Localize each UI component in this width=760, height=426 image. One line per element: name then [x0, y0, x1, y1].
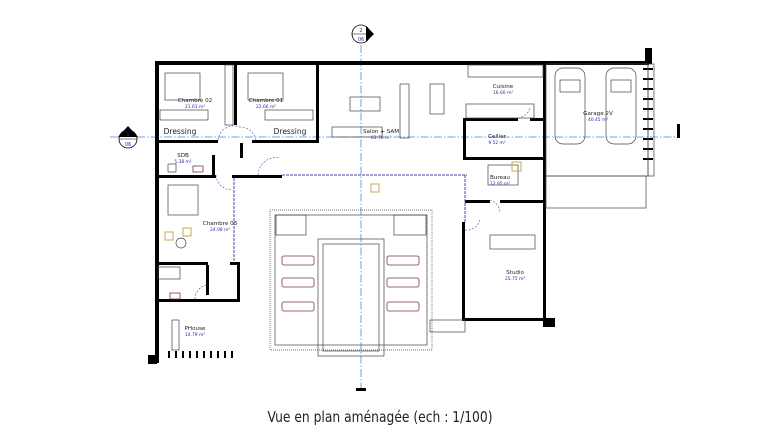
car-icon	[605, 67, 637, 145]
svg-text:Cellier: Cellier	[488, 134, 506, 140]
svg-text:Dressing: Dressing	[274, 127, 307, 136]
section-marker-1[interactable]: 1 06	[118, 126, 138, 149]
svg-text:Bureau: Bureau	[490, 175, 510, 181]
svg-text:Chambre 01: Chambre 01	[249, 98, 284, 104]
terrace	[269, 209, 433, 351]
section-marker-2[interactable]: 2 06	[351, 24, 374, 44]
glazing	[233, 174, 467, 262]
svg-text:14.79 m²: 14.79 m²	[185, 332, 205, 338]
svg-text:Studio: Studio	[506, 270, 524, 276]
furniture	[157, 64, 544, 351]
svg-text:Salon + SAM: Salon + SAM	[363, 129, 399, 135]
svg-text:2: 2	[359, 28, 362, 34]
svg-text:Cuisine: Cuisine	[493, 84, 514, 90]
pool	[317, 238, 385, 357]
svg-text:22.66 m²: 22.66 m²	[256, 104, 276, 110]
svg-text:21.61 m²: 21.61 m²	[185, 104, 205, 110]
svg-text:1: 1	[126, 132, 129, 138]
svg-text:5.38 m²: 5.38 m²	[174, 159, 191, 165]
svg-text:24.08 m²: 24.08 m²	[210, 227, 230, 233]
sunbeds	[281, 255, 420, 312]
svg-text:Garage 2V: Garage 2V	[583, 111, 613, 117]
svg-text:PHouse: PHouse	[185, 326, 206, 332]
svg-text:06: 06	[358, 37, 364, 43]
svg-text:61.76 m²: 61.76 m²	[371, 135, 391, 141]
car-icon	[554, 67, 586, 145]
svg-text:16.60 m²: 16.60 m²	[493, 90, 513, 96]
svg-text:9.52 m²: 9.52 m²	[488, 140, 505, 146]
walls	[148, 48, 653, 364]
svg-text:Chambre 02: Chambre 02	[178, 98, 212, 104]
doors	[194, 107, 531, 300]
svg-text:Dressing: Dressing	[164, 127, 197, 136]
svg-text:SDB: SDB	[177, 153, 189, 159]
svg-text:06: 06	[125, 142, 131, 148]
svg-text:Chambre 03: Chambre 03	[203, 221, 238, 227]
svg-text:40.45 m²: 40.45 m²	[588, 117, 608, 123]
svg-text:12.95 m²: 12.95 m²	[490, 181, 510, 187]
svg-text:25.75 m²: 25.75 m²	[505, 276, 525, 282]
plan-caption: Vue en plan aménagée (ech : 1/100)	[267, 408, 493, 426]
